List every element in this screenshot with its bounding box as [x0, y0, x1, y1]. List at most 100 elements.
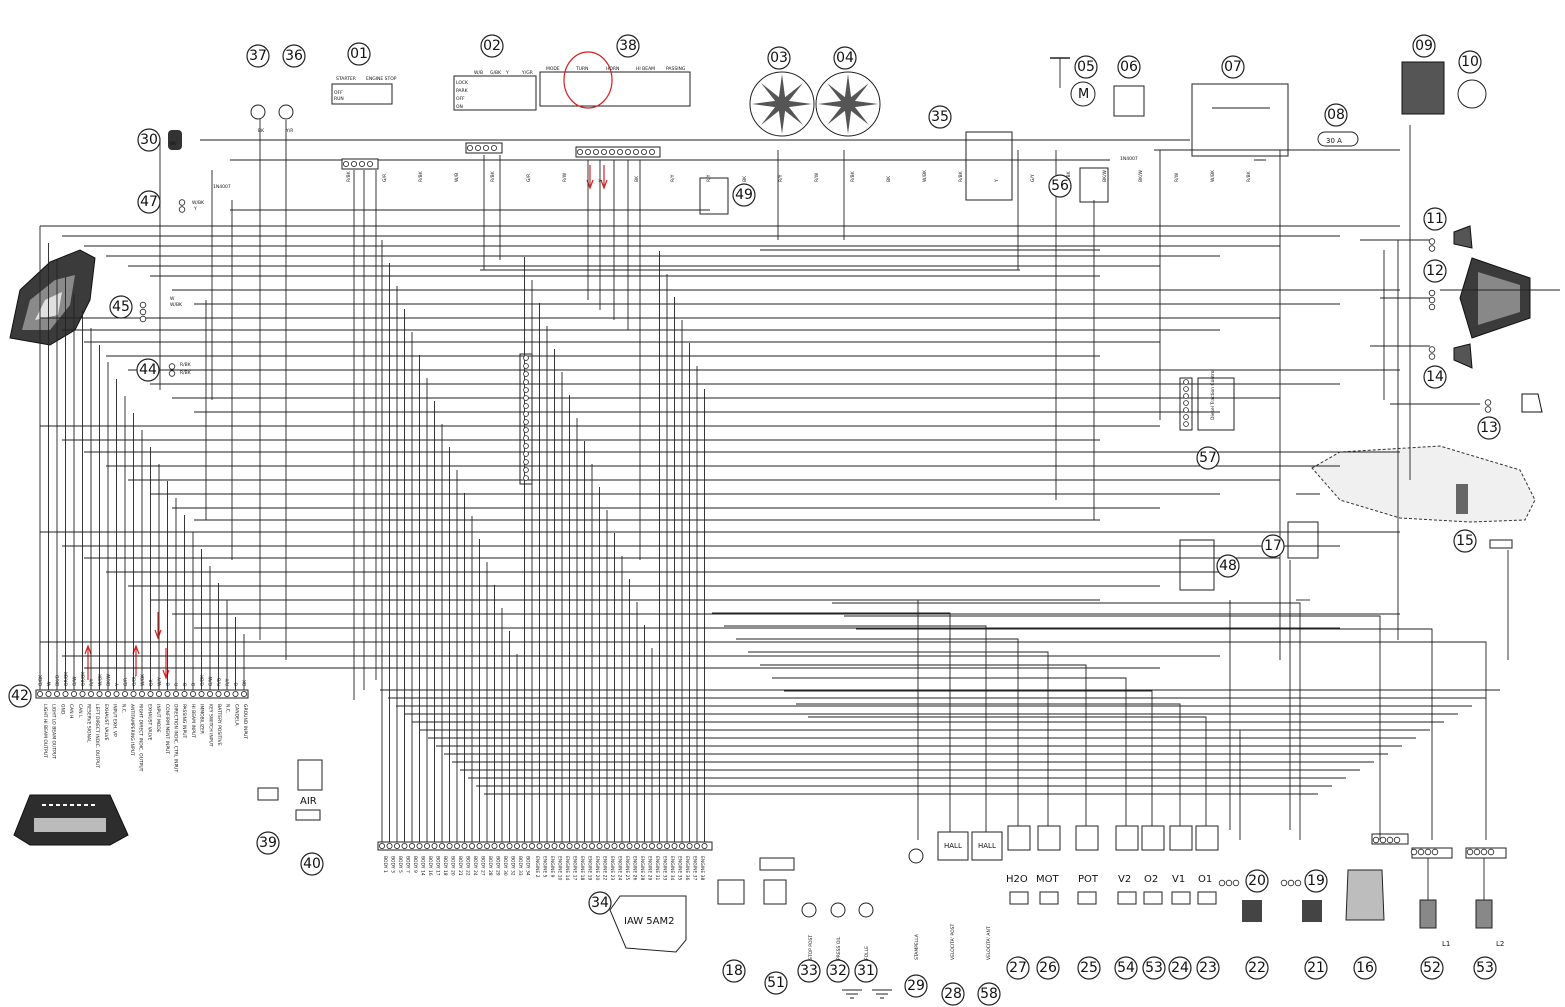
wire-tag-top: R/BK	[958, 170, 964, 182]
svg-text:53: 53	[1145, 960, 1163, 976]
hall-sensor-box-2	[971, 831, 1003, 861]
switch-bulb-1	[830, 902, 846, 918]
side-connector-7-pin	[1225, 879, 1233, 887]
ecu-body-pin: BODY 29	[495, 856, 501, 876]
wire-tag-top: R/BK	[490, 170, 496, 182]
connector-42-wire-code: W/BK	[140, 673, 146, 686]
component-badge-16: 16	[1353, 956, 1377, 980]
svg-text:31: 31	[857, 963, 875, 979]
connector-42-pin	[206, 691, 213, 698]
component-badge-32: 32	[826, 959, 850, 983]
splice-pin	[523, 403, 529, 409]
switch-connector-pin	[641, 148, 648, 155]
connector-57-pin	[1183, 421, 1189, 427]
component-badge-30: 30	[137, 128, 161, 152]
component-badge-13: 13	[1477, 416, 1501, 440]
switch-02-row-park: PARK	[456, 88, 469, 94]
ecu-pin	[408, 843, 415, 850]
side-connector-5-pin	[1428, 353, 1436, 360]
connector-42-pin	[105, 691, 112, 698]
side-connector-4-pin	[1428, 296, 1436, 304]
air-sensor-box	[297, 759, 323, 791]
sensor-plug-0	[1009, 891, 1029, 905]
svg-text:53: 53	[1476, 960, 1494, 976]
wire-tag-left: BK	[170, 141, 177, 147]
connector-42-wire-code: O/W	[72, 676, 78, 686]
ecu-pin	[589, 843, 596, 850]
connector-42-pin	[54, 691, 61, 698]
ecu-engine-pin: ENGINE 35	[677, 856, 683, 881]
splice-pin	[523, 459, 529, 465]
sensor-plug-4	[1143, 891, 1163, 905]
connector-42-wire-code: Y	[115, 683, 121, 687]
component-badge-07: 07	[1221, 55, 1245, 79]
connector-42-wire-code: G/BL	[132, 675, 138, 686]
vertical-sensor-label-5: VELOCITA' ANT	[986, 926, 992, 960]
component-badge-23: 23	[1196, 956, 1220, 980]
wire-tag-left: R/BK	[180, 370, 192, 376]
connector-42-wire-code: O/BK	[38, 674, 44, 686]
connector-42-function: CAN H	[68, 704, 74, 718]
component-badge-51: 51	[764, 971, 788, 995]
connector-42-function: GND	[59, 704, 65, 715]
ecu-body-pin: BODY 20	[450, 856, 456, 876]
svg-text:58: 58	[980, 986, 998, 1002]
svg-text:17: 17	[1264, 538, 1282, 554]
svg-text:21: 21	[1307, 960, 1325, 976]
splice-pin	[523, 419, 529, 425]
svg-text:09: 09	[1415, 38, 1433, 54]
ecu-pin	[529, 843, 536, 850]
component-badge-11: 11	[1423, 207, 1447, 231]
svg-text:08: 08	[1327, 107, 1345, 123]
ecu-body-pin: BODY 22	[465, 856, 471, 876]
side-connector-11-pin	[1473, 848, 1481, 856]
svg-text:14: 14	[1426, 369, 1444, 385]
switch-02-header-3: Y/GR	[521, 70, 533, 76]
switch-connector-pin	[474, 144, 481, 151]
side-connector-8-pin	[1287, 879, 1295, 887]
component-badge-20: 20	[1245, 869, 1269, 893]
wire-tag-left: R/BK	[180, 362, 192, 368]
ecu-pin	[626, 843, 633, 850]
connector-42-wire-code: R/Y	[89, 678, 95, 686]
wire-tag-top: R/BK	[418, 170, 424, 182]
side-connector-9-pin	[1386, 836, 1394, 844]
wire-tag-top: B/BK	[1066, 170, 1072, 182]
hall-sensor-label-1: HALL	[944, 842, 962, 850]
wire-tag-top: G/R	[382, 174, 388, 182]
ecu-engine-pin: ENGINE 24	[617, 856, 623, 881]
splice-pin	[523, 427, 529, 433]
side-connector-10-pin	[1410, 848, 1418, 856]
ecu-pin	[514, 843, 521, 850]
ecu-body-pin: BODY 21	[457, 856, 463, 876]
ecu-body	[609, 895, 687, 953]
ecu-engine-pin: ENGINE 28	[639, 856, 645, 881]
switch-02-header-0: W/B	[474, 70, 483, 76]
ecu-body-pin: BODY 14	[420, 856, 426, 876]
ecu-body-pin: BODY 9	[412, 856, 418, 873]
component-badge-26: 26	[1036, 956, 1060, 980]
sensor-label-v2: V2	[1118, 874, 1131, 885]
vertical-sensor-label-4: VELOCITA' POST	[950, 923, 956, 960]
sensor-housing-3	[1115, 825, 1139, 851]
connector-42-function: INPUT EXH. VP	[112, 704, 118, 737]
sensor-plug-2	[1077, 891, 1097, 905]
component-badge-24: 24	[1168, 956, 1192, 980]
switch-bulb-0	[801, 902, 817, 918]
svg-text:07: 07	[1224, 59, 1242, 75]
wire-tag-top: BK/W	[1102, 169, 1108, 182]
coil-53-icon	[1465, 847, 1507, 929]
connector-42-wire-code: G/R	[123, 678, 129, 686]
component-badge-06: 06	[1117, 55, 1141, 79]
connector-57-pin	[1183, 407, 1189, 413]
component-badge-56: 56	[1048, 174, 1072, 198]
ecu-pin	[559, 843, 566, 850]
traction-module-box	[1197, 377, 1235, 431]
switch-connector-pin	[625, 148, 632, 155]
svg-text:39: 39	[259, 835, 277, 851]
wire-tag-top: R/Y	[670, 174, 676, 182]
svg-text:45: 45	[112, 299, 130, 315]
svg-text:05: 05	[1077, 59, 1095, 75]
fuel-tank-icon	[1311, 445, 1536, 549]
sensor-housing-4	[1141, 825, 1165, 851]
